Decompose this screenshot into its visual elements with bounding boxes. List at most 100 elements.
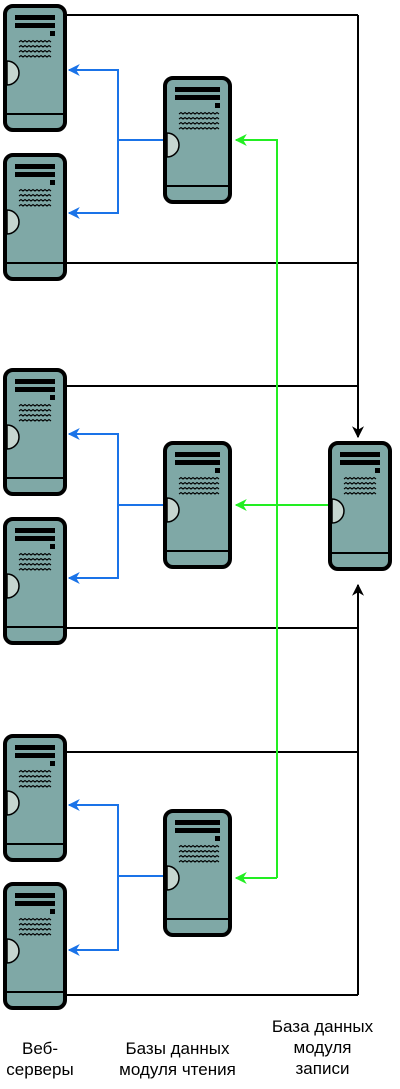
vent-grille	[178, 111, 220, 115]
write-database-caption: База данных модуля записи	[250, 1016, 395, 1079]
drive-bay	[175, 87, 220, 92]
vent-grille	[18, 774, 52, 778]
web-server-1	[3, 4, 67, 132]
vent-grille	[18, 784, 52, 788]
read-link-2-b	[67, 505, 119, 584]
read-link-2-a	[67, 428, 119, 505]
web-servers-caption-line-1: Веб-	[21, 1039, 58, 1058]
vent-grille	[343, 486, 377, 490]
power-led	[50, 31, 55, 36]
disc-drive	[166, 132, 180, 158]
web-server-2	[3, 153, 67, 281]
disc-drive	[6, 573, 20, 599]
connection-links	[65, 14, 364, 996]
write-database-caption-line-2: модуля	[293, 1038, 352, 1057]
drive-bay	[15, 745, 55, 750]
power-led	[50, 180, 55, 185]
server-nodes	[3, 4, 392, 1010]
read-database-1	[163, 76, 232, 204]
server-tower-icon	[3, 4, 67, 132]
drive-bay	[15, 901, 55, 906]
vent-grille	[18, 193, 52, 197]
write-database	[328, 441, 392, 571]
vent-grille	[18, 557, 52, 561]
vent-grille	[18, 188, 52, 192]
vent-grille	[18, 39, 52, 43]
vent-grille	[18, 932, 52, 936]
drive-bay	[175, 460, 220, 465]
web-servers-caption: Веб- серверы	[0, 1038, 80, 1080]
drive-bay	[15, 387, 55, 392]
read-link-1-b	[67, 140, 119, 219]
vent-grille	[18, 413, 52, 417]
drive-bay	[175, 820, 220, 825]
vent-grille	[178, 486, 220, 490]
vent-grille	[178, 854, 220, 858]
disc-drive	[331, 498, 345, 524]
vent-grille	[18, 562, 52, 566]
vent-grille	[178, 476, 220, 480]
web-servers-caption-line-2: серверы	[6, 1060, 74, 1079]
power-led	[50, 395, 55, 400]
vent-grille	[18, 922, 52, 926]
server-tower-icon	[328, 441, 392, 571]
vent-grille	[18, 44, 52, 48]
disc-drive	[6, 209, 20, 235]
vent-grille	[178, 859, 220, 863]
power-led	[215, 103, 220, 108]
drive-bay	[15, 753, 55, 758]
vent-grille	[178, 126, 220, 130]
power-led	[50, 761, 55, 766]
drive-bay	[15, 172, 55, 177]
server-tower-icon	[163, 809, 232, 937]
vent-grille	[178, 121, 220, 125]
vent-grille	[343, 491, 377, 495]
replication-link-1	[234, 134, 278, 878]
web-server-6	[3, 882, 67, 1010]
server-tower-icon	[3, 368, 67, 496]
vent-grille	[18, 49, 52, 53]
drive-bay	[175, 452, 220, 457]
drive-bay	[15, 23, 55, 28]
vent-grille	[178, 481, 220, 485]
disc-drive	[6, 938, 20, 964]
web-server-4	[3, 517, 67, 645]
drive-bay	[15, 528, 55, 533]
disc-drive	[6, 790, 20, 816]
vent-grille	[18, 403, 52, 407]
disc-drive	[166, 865, 180, 891]
server-tower-icon	[3, 153, 67, 281]
read-link-3-a	[67, 799, 119, 876]
read-link-1-a	[67, 64, 119, 140]
read-database-3	[163, 809, 232, 937]
vent-grille	[18, 418, 52, 422]
drive-bay	[15, 164, 55, 169]
vent-grille	[18, 567, 52, 571]
vent-grille	[178, 491, 220, 495]
server-tower-icon	[3, 734, 67, 862]
server-tower-icon	[3, 517, 67, 645]
vent-grille	[18, 552, 52, 556]
vent-grille	[178, 844, 220, 848]
drive-bay	[15, 379, 55, 384]
web-server-5	[3, 734, 67, 862]
vent-grille	[18, 769, 52, 773]
server-tower-icon	[163, 76, 232, 204]
power-led	[215, 836, 220, 841]
read-databases-caption: Базы данных модуля чтения	[95, 1038, 260, 1080]
vent-grille	[18, 779, 52, 783]
write-database-caption-line-1: База данных	[271, 1017, 374, 1036]
drive-bay	[340, 460, 380, 465]
drive-bay	[340, 452, 380, 457]
drive-bay	[175, 95, 220, 100]
read-database-2	[163, 441, 232, 569]
read-databases-caption-line-1: Базы данных	[125, 1039, 230, 1058]
web-server-3	[3, 368, 67, 496]
server-tower-icon	[3, 882, 67, 1010]
vent-grille	[18, 927, 52, 931]
server-tower-icon	[163, 441, 232, 569]
read-databases-caption-line-2: модуля чтения	[119, 1060, 236, 1079]
vent-grille	[18, 198, 52, 202]
power-led	[50, 909, 55, 914]
vent-grille	[178, 116, 220, 120]
